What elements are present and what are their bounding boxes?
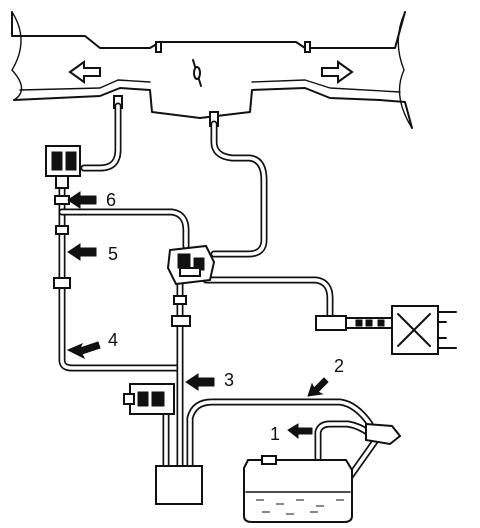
callout-arrow-3 (185, 373, 215, 391)
hose-duct-to-center-valve (210, 120, 268, 258)
callout-arrow-1 (287, 423, 313, 440)
filler-neck (365, 422, 402, 446)
charcoal-canister (155, 465, 203, 505)
callout-label-3: 3 (224, 370, 234, 390)
callout-label-2: 2 (334, 356, 344, 376)
filler-neck-cap (365, 422, 402, 446)
actuator-hose-fitting (315, 315, 347, 331)
fuel-tank-cap (261, 455, 277, 465)
fuel-tank-body (243, 459, 353, 523)
throttle-shaft (193, 66, 201, 80)
center-valve-body (166, 244, 216, 286)
callout-label-1: 1 (270, 424, 280, 444)
left-line-t-fitting (53, 277, 71, 289)
hoses (58, 102, 380, 492)
center-valve (166, 244, 216, 286)
intake-duct-upper-wall (11, 11, 406, 49)
vacuum-actuator (315, 305, 457, 355)
hose-line-6 (58, 208, 190, 250)
center-line-connector (173, 295, 187, 305)
canister-body (155, 465, 203, 505)
callout-label-5: 5 (108, 244, 118, 264)
fuel-liquid (256, 499, 344, 515)
duct-inner-line-right (251, 79, 401, 93)
duct-break-right (397, 11, 413, 129)
actuator-diaphragm (397, 313, 431, 347)
fuel-tank (243, 455, 353, 523)
callout-label-4: 4 (108, 330, 118, 350)
flow-arrow-right (321, 60, 354, 84)
purge-solenoid (123, 383, 175, 415)
callout-arrow-2 (307, 377, 329, 397)
hose-to-actuator (202, 276, 334, 324)
flow-arrow-left (68, 60, 101, 84)
callout-arrow-4 (66, 341, 101, 360)
left-line-connector-1 (54, 195, 70, 205)
callout-arrow-5 (67, 243, 97, 261)
duct-stud (155, 41, 162, 53)
callout-arrows (66, 191, 329, 440)
intake-duct-lower-wall (13, 87, 413, 129)
actuator-mount (437, 311, 457, 349)
top-left-valve (45, 145, 81, 189)
intake-duct (11, 11, 413, 129)
left-line-connector-2 (55, 225, 69, 235)
hose-duct-to-valve (80, 102, 122, 172)
duct-break-left (11, 11, 23, 101)
callout-labels: 1 2 3 4 5 6 (106, 190, 344, 444)
callout-label-6: 6 (106, 190, 116, 210)
duct-inner-line (19, 79, 151, 91)
callout-arrow-6 (67, 191, 97, 209)
duct-stud-right (304, 41, 311, 53)
center-line-t-fitting (171, 315, 191, 327)
